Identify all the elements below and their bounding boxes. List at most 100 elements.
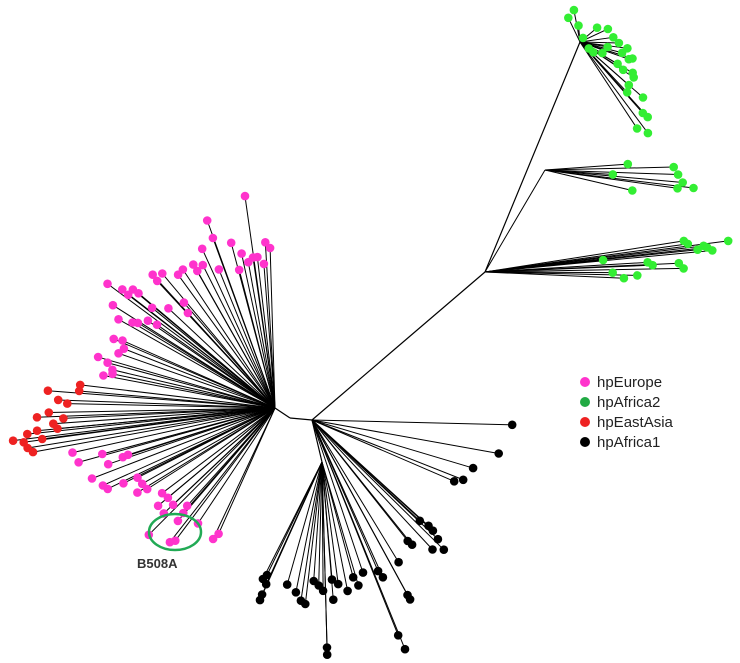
- branch-68: [72, 407, 276, 454]
- leaf-hpafrica1-179: [322, 650, 332, 659]
- branch-54: [58, 399, 276, 409]
- leaf-hpeurope-43: [99, 371, 108, 380]
- branch-179: [321, 461, 339, 585]
- branch-46: [107, 362, 276, 409]
- leaf-hpeastasia-62: [32, 426, 42, 436]
- leaf-hpeurope-30: [179, 298, 189, 307]
- branch-49: [112, 373, 276, 409]
- leaf-hpeurope-36: [118, 336, 127, 345]
- branch-185: [321, 461, 328, 655]
- leaf-hpeastasia-48: [43, 386, 53, 396]
- leaf-hpafrica2-110: [624, 80, 634, 90]
- leaf-hpafrica1-177: [354, 581, 363, 590]
- leaf-hpafrica1-175: [343, 586, 352, 596]
- leaf-hpafrica2-99: [589, 48, 598, 57]
- branch-91: [197, 407, 276, 524]
- branch-131: [544, 169, 678, 189]
- leaf-hpafrica1-153: [403, 536, 413, 546]
- branch-144: [484, 271, 624, 279]
- branch-44: [118, 352, 276, 409]
- leaf-hpafrica2-125: [673, 184, 682, 193]
- leaf-hpafrica2-112: [638, 93, 648, 102]
- leaf-hpeurope-64: [74, 458, 83, 467]
- leaf-hpeurope-84: [173, 516, 183, 526]
- leaf-hpafrica1-168: [301, 599, 310, 609]
- branch-43: [123, 348, 276, 409]
- leaf-hpafrica1-160: [393, 631, 403, 640]
- leaf-hpeurope-11: [259, 259, 269, 269]
- branch-142: [484, 264, 653, 273]
- leaf-hpafrica2-137: [633, 271, 642, 280]
- branch-109: [579, 41, 628, 49]
- branch-1: [289, 417, 313, 421]
- leaf-hpeurope-63: [68, 448, 77, 457]
- leaf-hpeurope-5: [237, 249, 246, 258]
- branch-42: [113, 338, 276, 409]
- leaf-hpeurope-87: [214, 529, 223, 539]
- leaf-hpeurope-19: [158, 269, 167, 278]
- leaf-hpeurope-71: [103, 484, 112, 494]
- branch-165: [311, 419, 411, 600]
- branch-151: [311, 419, 455, 482]
- branch-50: [156, 324, 276, 409]
- leaf-hpafrica2-124: [689, 183, 698, 193]
- branch-12: [252, 257, 276, 409]
- leaf-hpafrica2-135: [679, 264, 688, 273]
- leaf-hpafrica1-148: [428, 526, 438, 535]
- leaf-hpafrica2-131: [723, 236, 733, 246]
- leaf-hpeurope-15: [189, 260, 198, 269]
- branch-10: [241, 253, 276, 409]
- leaf-hpeurope-90: [165, 537, 175, 547]
- branch-16: [263, 263, 276, 409]
- branch-8: [201, 248, 276, 409]
- leaf-hpeurope-88: [208, 534, 218, 544]
- leaf-hpafrica2-136: [648, 260, 657, 270]
- leaf-hpeastasia-49: [53, 395, 63, 405]
- leaf-hpeastasia-57: [37, 434, 47, 444]
- leaf-hpafrica2-101: [603, 42, 612, 52]
- branch-160: [311, 419, 400, 563]
- leaf-hpeurope-18: [173, 270, 183, 280]
- branch-74: [91, 407, 276, 479]
- branch-2: [311, 271, 486, 421]
- leaf-hpeurope-22: [103, 279, 112, 289]
- leaf-hpeurope-1: [202, 216, 212, 225]
- leaf-hpeurope-21: [152, 276, 162, 286]
- leaf-hpafrica2-123: [678, 178, 687, 187]
- branch-47: [112, 369, 276, 409]
- branch-33: [151, 307, 276, 409]
- legend-swatch-hpafrica1: [580, 437, 590, 447]
- branch-17: [238, 269, 276, 409]
- branch-53: [47, 390, 276, 409]
- leaf-hpeurope-66: [103, 459, 113, 469]
- leaf-hpafrica1-166: [291, 588, 301, 597]
- leaf-hpeastasia-55: [53, 424, 62, 434]
- legend-item-hpafrica2: hpAfrica2: [580, 392, 673, 412]
- branch-121: [579, 41, 649, 134]
- branch-84: [157, 407, 276, 507]
- branch-163: [311, 419, 364, 573]
- leaf-hpafrica2-116: [643, 128, 653, 138]
- branch-39: [132, 322, 276, 409]
- legend-item-hpafrica1: hpAfrica1: [580, 432, 673, 452]
- branch-120: [579, 41, 638, 129]
- leaf-hpafrica2-118: [608, 170, 618, 179]
- leaf-hpeurope-44: [108, 369, 117, 379]
- leaf-hpeurope-13: [214, 265, 224, 274]
- leaf-hpafrica1-150: [439, 545, 449, 554]
- leaf-hpeastasia-56: [23, 429, 32, 439]
- leaf-hpeastasia-53: [59, 414, 68, 423]
- branch-64: [23, 407, 276, 443]
- branch-176: [318, 461, 323, 586]
- branch-146: [484, 259, 604, 273]
- branch-97: [567, 17, 581, 43]
- branch-4: [311, 419, 323, 463]
- branch-40: [118, 318, 276, 409]
- branch-148: [311, 419, 499, 454]
- leaf-hpafrica1-149: [433, 534, 443, 544]
- branch-13: [264, 242, 276, 409]
- leaf-hpeurope-65: [98, 449, 107, 459]
- branch-35: [183, 302, 276, 409]
- branch-36: [187, 312, 276, 409]
